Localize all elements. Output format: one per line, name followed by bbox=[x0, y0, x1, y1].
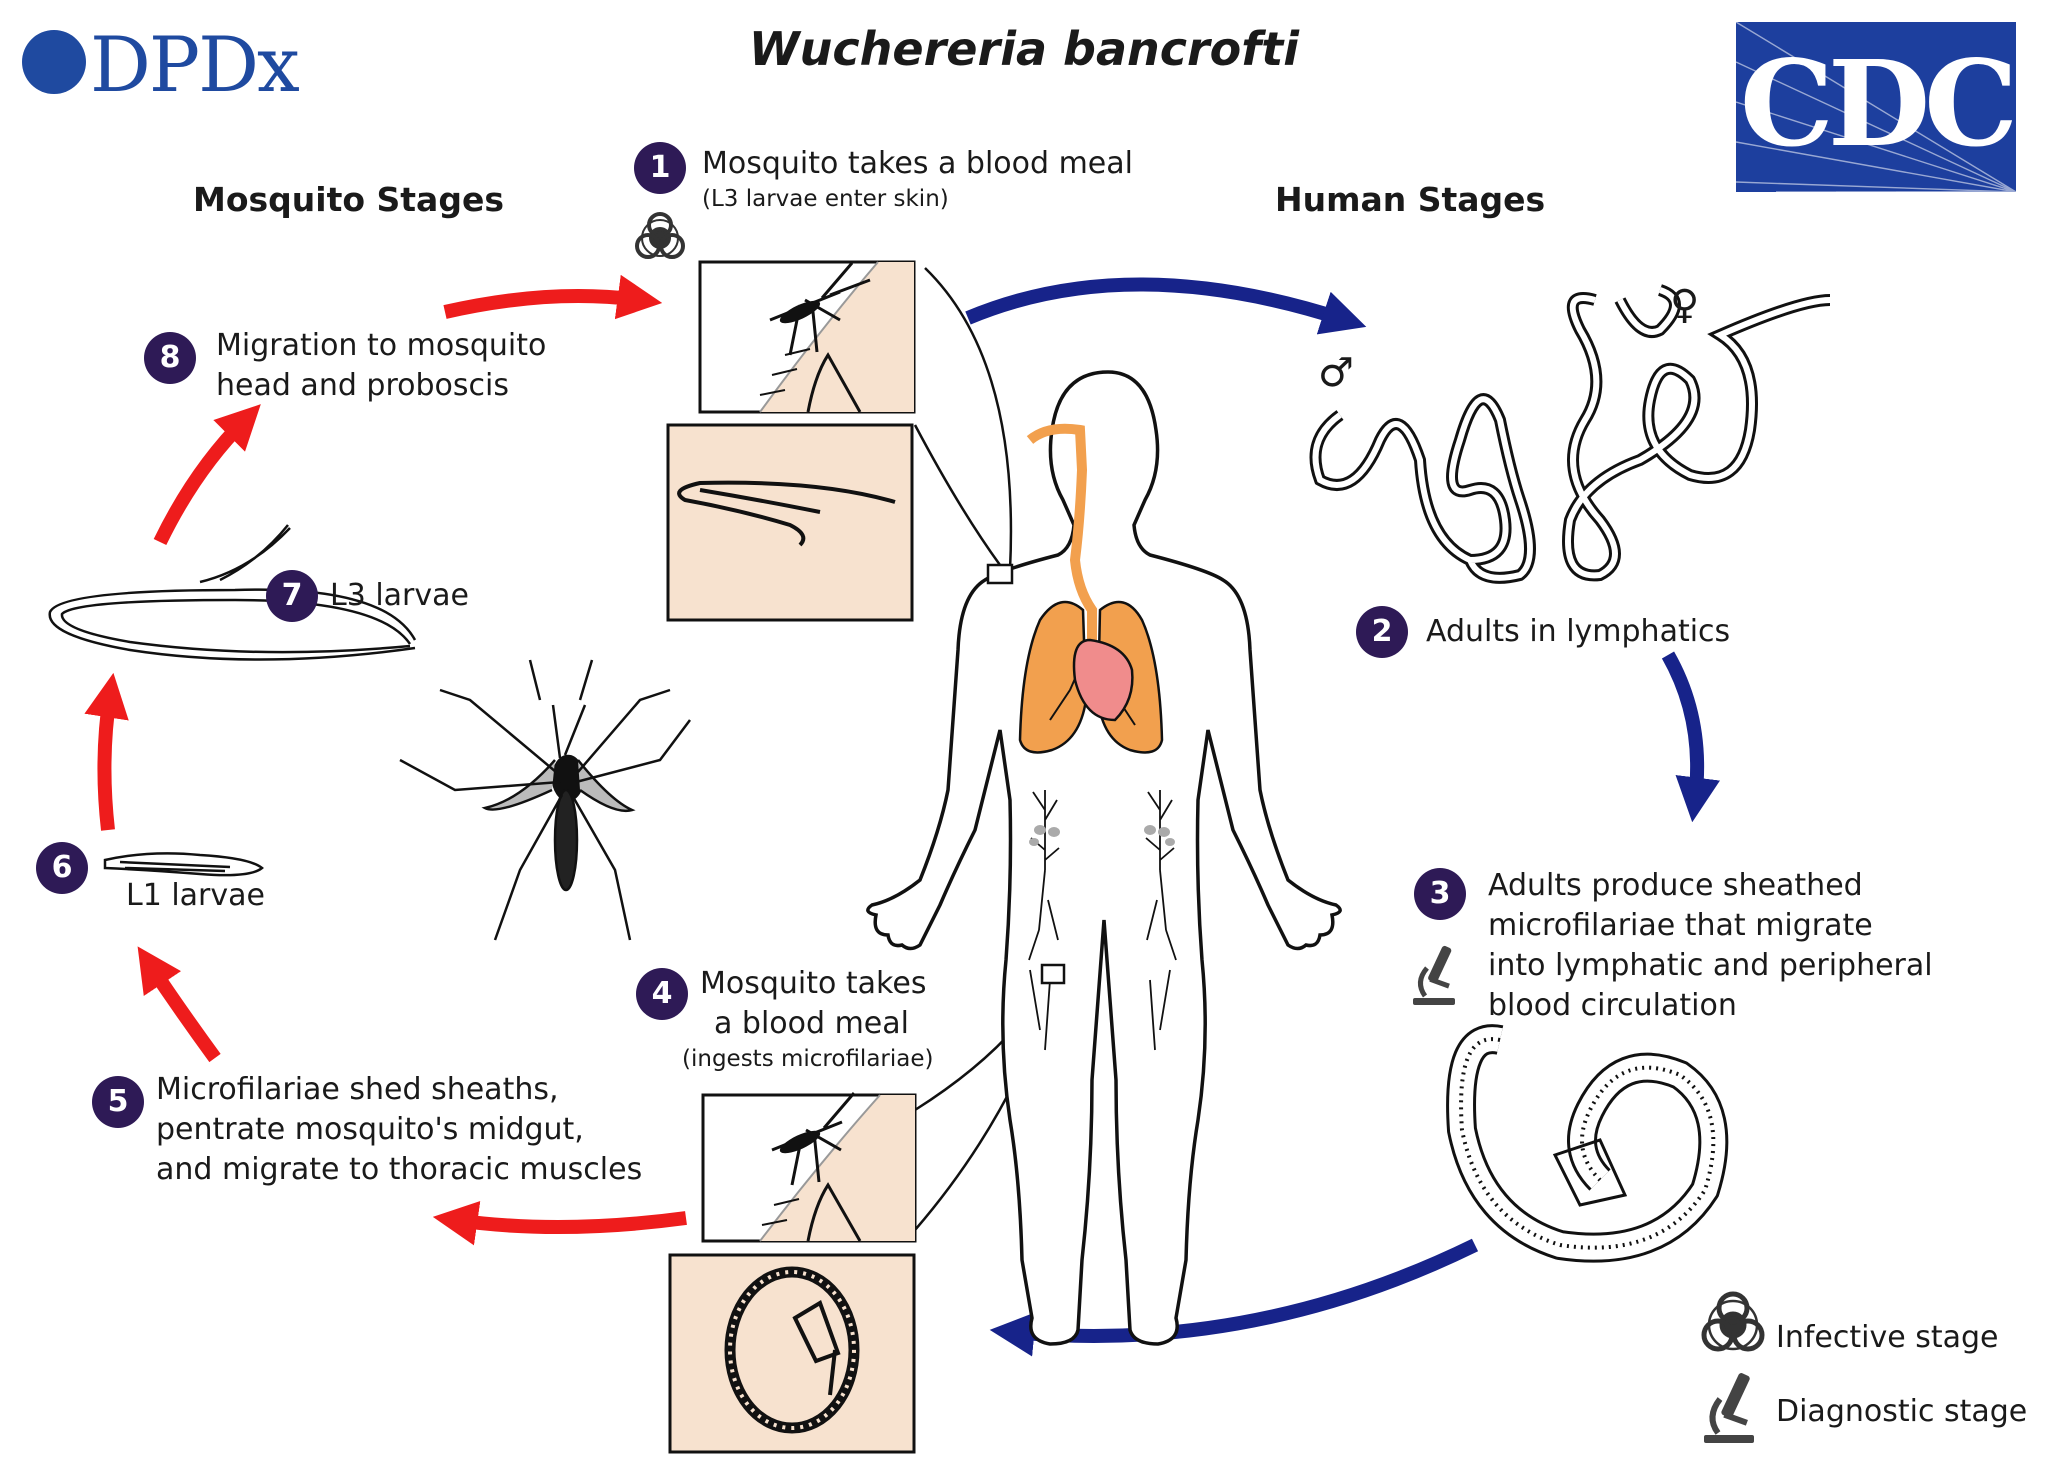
nasal-airway bbox=[1026, 423, 1097, 640]
legend-microscope-icon bbox=[1704, 1373, 1754, 1443]
stage-6-label: L1 larvae bbox=[126, 878, 265, 913]
stage-3-label-line-4: blood circulation bbox=[1488, 988, 1737, 1023]
arrow-1-to-2 bbox=[965, 277, 1367, 335]
adult-worms bbox=[1309, 284, 1831, 584]
cdc-logo-text: CDC bbox=[1739, 34, 2016, 173]
adult-worms-core bbox=[1312, 287, 1831, 581]
stage-2-label: Adults in lymphatics bbox=[1426, 614, 1731, 649]
biohazard-icon bbox=[635, 212, 685, 259]
inset-mosquito-bite-bottom bbox=[701, 1092, 917, 1243]
arrow-8-to-1 bbox=[443, 274, 663, 320]
stage-1-badge: 1 bbox=[634, 142, 686, 194]
female-symbol: ♀ bbox=[1670, 282, 1700, 328]
arrow-2-to-3 bbox=[1661, 651, 1721, 823]
diagram-title: Wuchereria bancrofti bbox=[748, 22, 1300, 76]
stage-5-label-line-1: Microfilariae shed sheaths, bbox=[156, 1072, 559, 1107]
l1-larva bbox=[103, 852, 264, 877]
stage-5-label-line-2: pentrate mosquito's midgut, bbox=[156, 1112, 584, 1147]
inset-microfilaria-bottom bbox=[668, 1253, 916, 1454]
inset-l3-larva-top bbox=[666, 423, 914, 622]
stage-7-label: L3 larvae bbox=[330, 578, 469, 613]
human-body bbox=[866, 370, 1342, 1346]
microscope-icon bbox=[1413, 945, 1455, 1005]
lymph-nodes bbox=[1029, 825, 1175, 846]
dpdx-logo-text: DPDx bbox=[90, 20, 300, 109]
stage-4-badge: 4 bbox=[636, 968, 688, 1020]
inset-mosquito-bite-top bbox=[698, 260, 916, 414]
mosquito-cycle-arrows bbox=[84, 274, 687, 1246]
bite-site-leg bbox=[1040, 963, 1066, 985]
arrow-4-to-5 bbox=[432, 1200, 687, 1246]
male-symbol: ♂ bbox=[1318, 350, 1354, 396]
human-stages-header: Human Stages bbox=[1275, 180, 1546, 219]
mosquito-stages-header: Mosquito Stages bbox=[193, 180, 504, 219]
lungs bbox=[1018, 600, 1164, 754]
stage-3-label-line-3: into lymphatic and peripheral bbox=[1488, 948, 1933, 983]
stage-5-label-line-3: and migrate to thoracic muscles bbox=[156, 1152, 643, 1187]
dpdx-microscope-mark bbox=[22, 30, 86, 94]
mosquito-illustration bbox=[399, 659, 691, 941]
legend-diagnostic-label: Diagnostic stage bbox=[1776, 1394, 2028, 1429]
cdc-logo-rays bbox=[1736, 22, 2016, 192]
stage-3-label-line-1: Adults produce sheathed bbox=[1488, 868, 1863, 903]
legend-biohazard-icon bbox=[1701, 1291, 1765, 1352]
heart bbox=[1072, 638, 1134, 722]
legend-infective-label: Infective stage bbox=[1776, 1320, 1999, 1355]
stage-3-badge: 3 bbox=[1414, 868, 1466, 920]
stage-6-badge: 6 bbox=[36, 842, 88, 894]
arrow-5-to-6 bbox=[137, 946, 221, 1063]
stage-2-badge: 2 bbox=[1356, 606, 1408, 658]
stage-8-label-line-1: Migration to mosquito bbox=[216, 328, 547, 363]
sheathed-microfilaria bbox=[1446, 1024, 1729, 1263]
stage-3-label-line-2: microfilariae that migrate bbox=[1488, 908, 1873, 943]
stage-4-label-line-1: Mosquito takes bbox=[700, 966, 927, 1001]
stage-1-sublabel: (L3 larvae enter skin) bbox=[702, 186, 949, 212]
cdc-logo: CDC bbox=[1736, 22, 2016, 192]
stage-5-badge: 5 bbox=[92, 1076, 144, 1128]
stage-1-label: Mosquito takes a blood meal bbox=[702, 146, 1133, 181]
stage-4-sublabel: (ingests microfilariae) bbox=[682, 1046, 934, 1072]
stage-8-badge: 8 bbox=[144, 332, 196, 384]
arrow-6-to-7 bbox=[84, 672, 129, 831]
stage-7-badge: 7 bbox=[266, 570, 318, 622]
arrow-7-to-8 bbox=[153, 404, 261, 546]
stage-8-label-line-2: head and proboscis bbox=[216, 368, 509, 403]
bite-site-chest bbox=[986, 563, 1014, 585]
stage-4-label-line-2: a blood meal bbox=[714, 1006, 909, 1041]
